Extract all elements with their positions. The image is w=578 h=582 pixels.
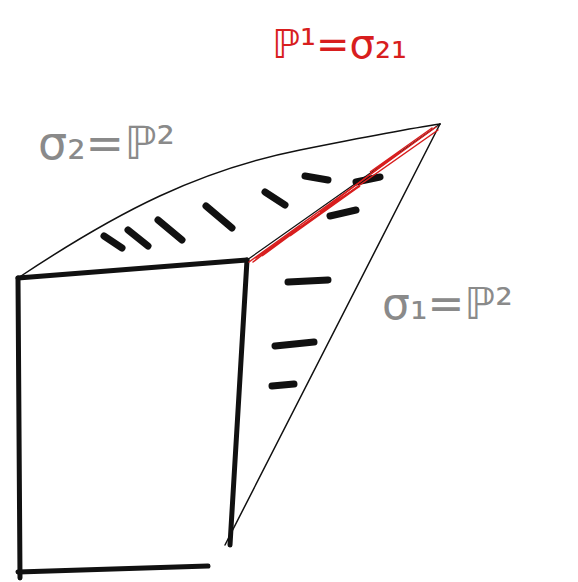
- hatching: [104, 176, 380, 248]
- front-face-edge: [18, 260, 247, 278]
- edge-label: ℙ¹=σ₂₁: [272, 22, 407, 66]
- front-face-edge: [230, 260, 247, 545]
- highlighted-edge: [249, 127, 438, 262]
- face-label: σ₁=ℙ²: [382, 280, 513, 328]
- front-face-edge: [18, 566, 208, 572]
- face-label: σ₂=ℙ²: [38, 118, 175, 169]
- right-face-outline: [225, 124, 440, 545]
- front-face-edge: [18, 278, 20, 578]
